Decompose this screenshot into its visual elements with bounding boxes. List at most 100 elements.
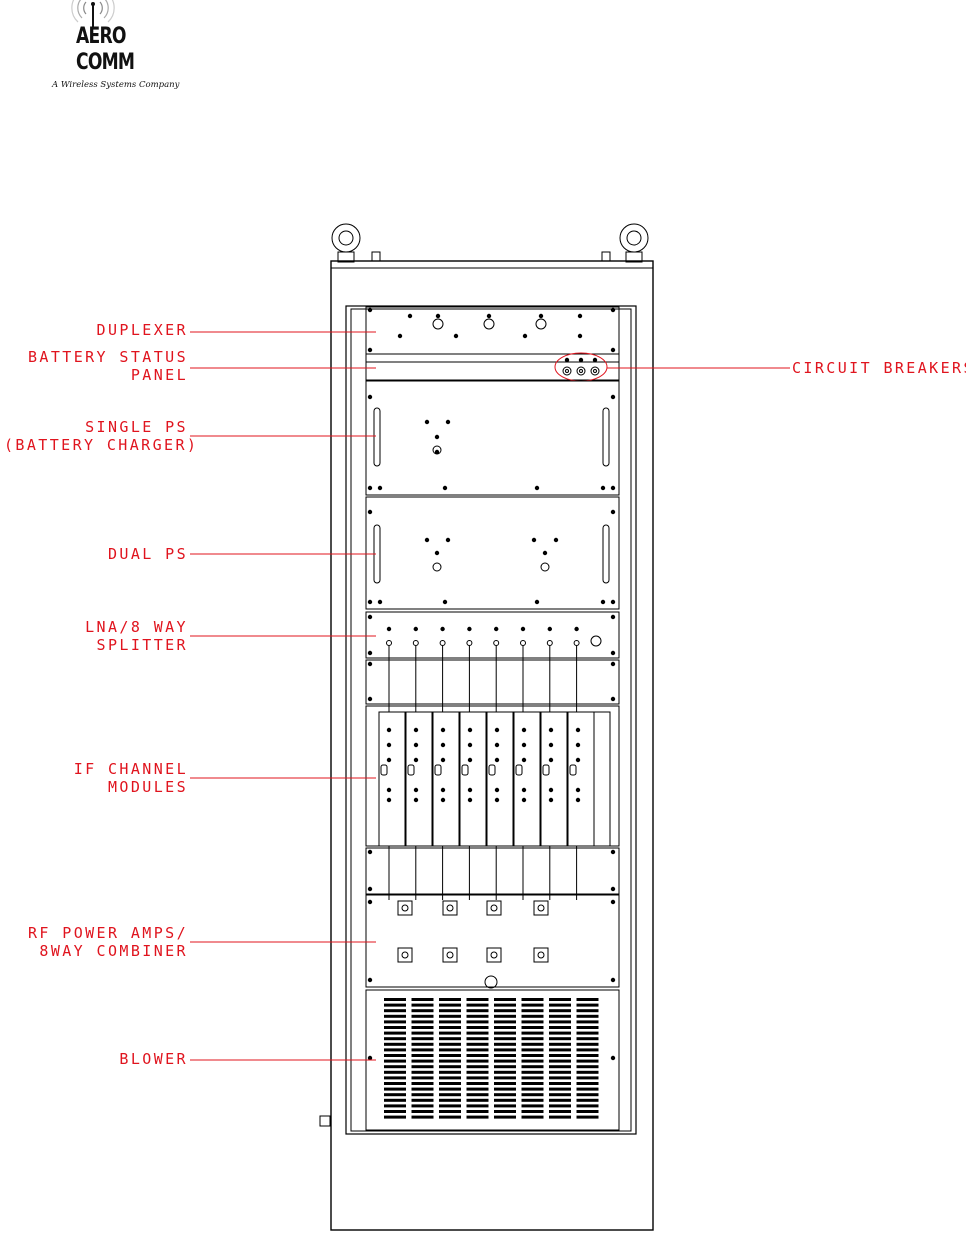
blower-louver [522, 1104, 544, 1107]
if-channel-module [568, 712, 594, 846]
blower-louver [549, 1076, 571, 1079]
screw [387, 728, 391, 732]
screw [425, 420, 429, 424]
handle-right [603, 408, 609, 466]
screw [414, 743, 418, 747]
blower-louver [467, 1043, 489, 1046]
screw [446, 420, 450, 424]
if-module-connector [435, 765, 441, 775]
label-lna-splitter: LNA/8 WAY SPLITTER [40, 618, 188, 654]
blower-louver [494, 1048, 516, 1051]
callout-leader-lines [190, 332, 790, 1060]
blower-louver [494, 1093, 516, 1096]
blower-louver [522, 1043, 544, 1046]
blower-louver [577, 1071, 599, 1074]
blower-louver [577, 1020, 599, 1023]
blower-louver [522, 1093, 544, 1096]
screw [611, 486, 615, 490]
rf-power-amp-panel [366, 895, 619, 987]
blower-louver [577, 998, 599, 1001]
blower-louver [549, 1043, 571, 1046]
blower-louver [467, 1054, 489, 1057]
splitter-port [574, 641, 579, 646]
lna-port [591, 636, 601, 646]
if-module-chassis [366, 706, 619, 846]
blower-louver [439, 1082, 461, 1085]
screw [443, 600, 447, 604]
blower-louver [467, 1104, 489, 1107]
blower-louver [412, 1088, 434, 1091]
blower-louver [522, 1082, 544, 1085]
blower-louver [439, 1004, 461, 1007]
blower-louver [494, 1037, 516, 1040]
blower-louver [384, 1004, 406, 1007]
screw [611, 662, 615, 666]
screw [368, 615, 372, 619]
screw [425, 538, 429, 542]
rf-amp-connector [398, 948, 412, 962]
blower-louver [577, 1048, 599, 1051]
blower-louver [522, 1076, 544, 1079]
blower-louver [384, 1009, 406, 1012]
screw [368, 395, 372, 399]
blower-louver [439, 1032, 461, 1035]
label-circuit-breakers: CIRCUIT BREAKERS [792, 359, 966, 377]
blower-louver [467, 1015, 489, 1018]
screw [408, 314, 412, 318]
blower-louver [494, 1054, 516, 1057]
blower-louver [439, 1099, 461, 1102]
blower-louver [384, 1048, 406, 1051]
blower-louver [439, 1020, 461, 1023]
blower-louver [522, 1032, 544, 1035]
screw [495, 728, 499, 732]
blower-louver [577, 1060, 599, 1063]
blower-louver [577, 1043, 599, 1046]
splitter-port [547, 641, 552, 646]
blower-louver [494, 1071, 516, 1074]
blower-louver [384, 1065, 406, 1068]
blower-louver [522, 1071, 544, 1074]
blower-louver [439, 1037, 461, 1040]
blower-louver [549, 1020, 571, 1023]
screw [398, 334, 402, 338]
screw [548, 627, 552, 631]
screw [495, 758, 499, 762]
if-channel-module [406, 712, 432, 846]
screw [549, 758, 553, 762]
screw [576, 728, 580, 732]
blower-louver [439, 1015, 461, 1018]
blower-louver [577, 1088, 599, 1091]
blower-louver [467, 1009, 489, 1012]
blower-louver [577, 1116, 599, 1119]
blower-louver [412, 1093, 434, 1096]
blower-louver [577, 1099, 599, 1102]
screw [611, 651, 615, 655]
blower-louver [412, 1071, 434, 1074]
blower-louver [412, 1004, 434, 1007]
screw [436, 314, 440, 318]
blower-louver [467, 1065, 489, 1068]
screw [387, 743, 391, 747]
circuit-breaker [591, 367, 599, 375]
blower-louver [494, 1015, 516, 1018]
blower-louver [439, 1048, 461, 1051]
screw [368, 510, 372, 514]
screw [549, 788, 553, 792]
screw [522, 788, 526, 792]
screw [468, 743, 472, 747]
blower-louver [412, 1104, 434, 1107]
blower-louver [412, 1110, 434, 1113]
blower-louver [549, 1054, 571, 1057]
blower-louver [549, 1110, 571, 1113]
blower-louver [467, 1032, 489, 1035]
screw [387, 788, 391, 792]
circuit-breaker-center [594, 370, 597, 373]
blower-louver [439, 1026, 461, 1029]
if-module-connector [516, 765, 522, 775]
blower-louver [439, 1116, 461, 1119]
screw [565, 358, 569, 362]
blower-louver [384, 1020, 406, 1023]
blower-louver [384, 1037, 406, 1040]
blower-louver [522, 1110, 544, 1113]
screw [368, 978, 372, 982]
